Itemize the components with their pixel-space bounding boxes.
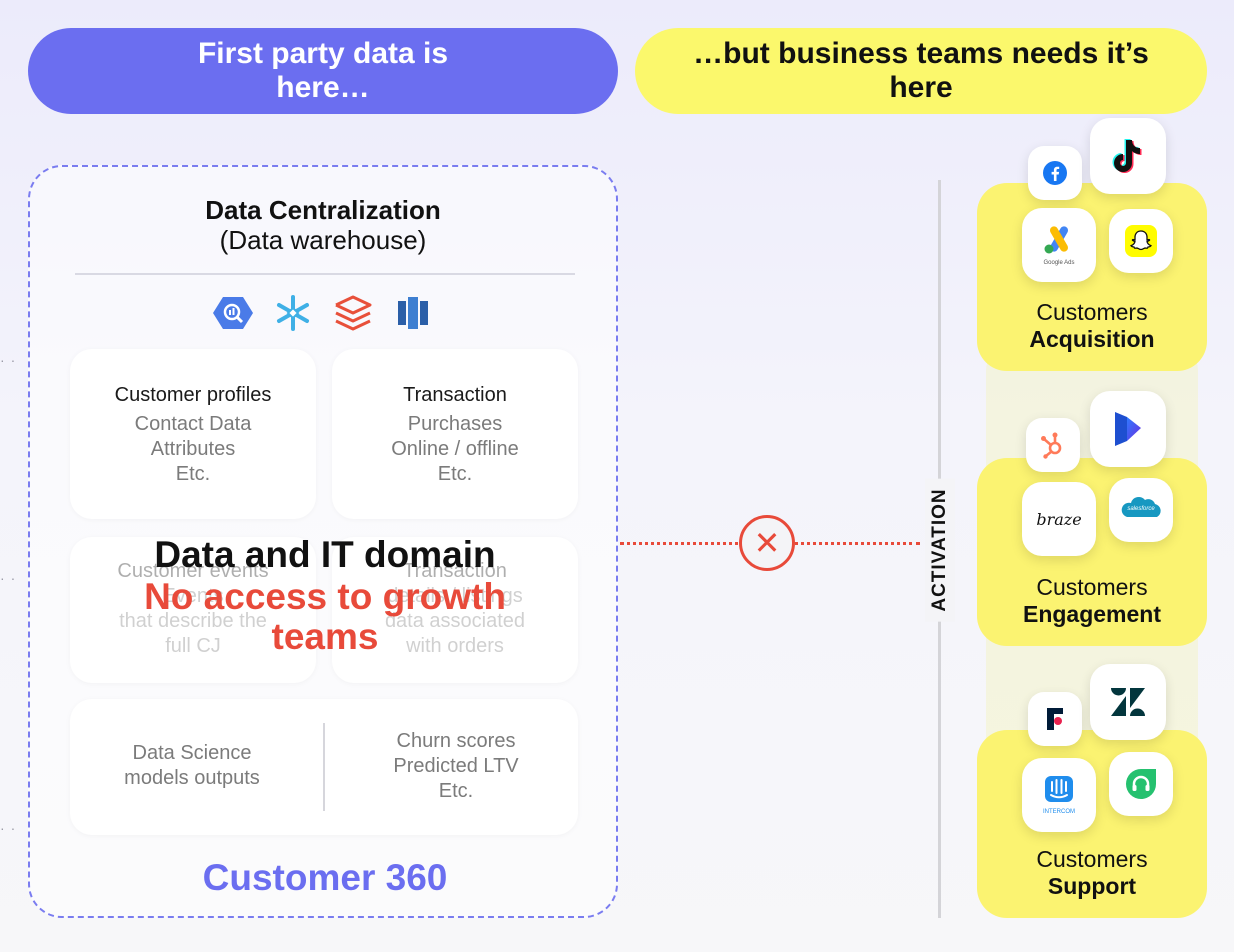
hubspot-icon <box>1026 418 1080 472</box>
warehouse-title: Data Centralization <box>205 195 441 225</box>
group-engagement-line1: Customers <box>1036 574 1148 600</box>
tiktok-icon <box>1090 118 1166 194</box>
overlay-subtitle: No access to growth teams <box>144 576 506 657</box>
activation-label: ACTIVATION <box>925 478 955 622</box>
transaction-title: Transaction <box>403 384 507 406</box>
group-support-line2: Support <box>1047 873 1137 899</box>
group-acquisition: Customers Acquisition <box>977 183 1207 371</box>
header-business-teams-text: …but business teams needs it’s here <box>693 37 1149 104</box>
warehouse-logos <box>30 293 616 333</box>
group-engagement: Customers Engagement <box>977 458 1207 646</box>
warehouse-divider <box>75 273 575 275</box>
customer-360-label: Customer 360 <box>202 857 448 898</box>
intercom-icon: INTERCOM <box>1022 758 1096 832</box>
overlay-title: Data and IT domain <box>154 534 496 575</box>
customer-events-card: Customer events Events that describe the… <box>70 537 316 683</box>
group-acquisition-line2: Acquisition <box>1029 326 1155 352</box>
scores-body: Churn scores Predicted LTV Etc. <box>393 730 519 802</box>
group-engagement-label: Customers Engagement <box>977 574 1207 628</box>
zendesk-icon <box>1090 664 1166 740</box>
bigquery-icon <box>213 293 253 333</box>
front-icon <box>1028 692 1082 746</box>
group-acquisition-label: Customers Acquisition <box>977 299 1207 353</box>
intercom-wordmark: INTERCOM <box>1043 809 1075 815</box>
customer-profiles-body: Contact Data Attributes Etc. <box>134 413 252 485</box>
freshdesk-icon <box>1109 752 1173 816</box>
group-support-label: Customers Support <box>977 846 1207 900</box>
redshift-icon <box>393 293 433 333</box>
edge-dots: ·· <box>0 352 22 368</box>
data-science-card: Data Science models outputs Churn scores… <box>70 699 578 835</box>
header-first-party-data: First party data is here… <box>28 28 618 114</box>
google-ads-caption: Google Ads <box>1043 260 1075 266</box>
transaction-details-title: Transaction <box>403 560 507 582</box>
card-divider <box>323 723 325 811</box>
transaction-details-body: details / listings data associated with … <box>384 585 526 657</box>
header-first-party-data-text: First party data is here… <box>197 37 449 104</box>
transaction-details-card: Transaction details / listings data asso… <box>332 537 578 683</box>
salesforce-wordmark: salesforce <box>1127 506 1155 512</box>
facebook-icon <box>1028 146 1082 200</box>
transaction-card: Transaction Purchases Online / offline E… <box>332 349 578 519</box>
transaction-body: Purchases Online / offline Etc. <box>391 413 519 485</box>
braze-wordmark: braze <box>1036 509 1082 529</box>
data-warehouse-container: Data Centralization (Data warehouse) <box>28 165 618 918</box>
google-ads-icon: Google Ads <box>1022 208 1096 282</box>
customer-profiles-title: Customer profiles <box>114 384 272 406</box>
snowflake-icon <box>273 293 313 333</box>
warehouse-subtitle: (Data warehouse) <box>219 225 427 255</box>
data-science-body: Data Science models outputs <box>124 742 260 789</box>
group-support-line1: Customers <box>1036 846 1148 872</box>
dynamics-icon <box>1090 391 1166 467</box>
braze-icon: braze <box>1022 482 1096 556</box>
group-acquisition-line1: Customers <box>1036 299 1148 325</box>
header-business-teams: …but business teams needs it’s here <box>635 28 1207 114</box>
salesforce-icon: salesforce <box>1109 478 1173 542</box>
customer-events-title: Customer events <box>117 560 269 582</box>
databricks-icon <box>333 293 373 333</box>
close-icon: ✕ <box>739 515 795 571</box>
snapchat-icon <box>1109 209 1173 273</box>
edge-dots: ·· <box>0 820 22 836</box>
customer-events-body: Events that describe the full CJ <box>119 585 267 657</box>
edge-dots: ·· <box>0 570 22 586</box>
customer-profiles-card: Customer profiles Contact Data Attribute… <box>70 349 316 519</box>
group-engagement-line2: Engagement <box>1022 601 1162 627</box>
